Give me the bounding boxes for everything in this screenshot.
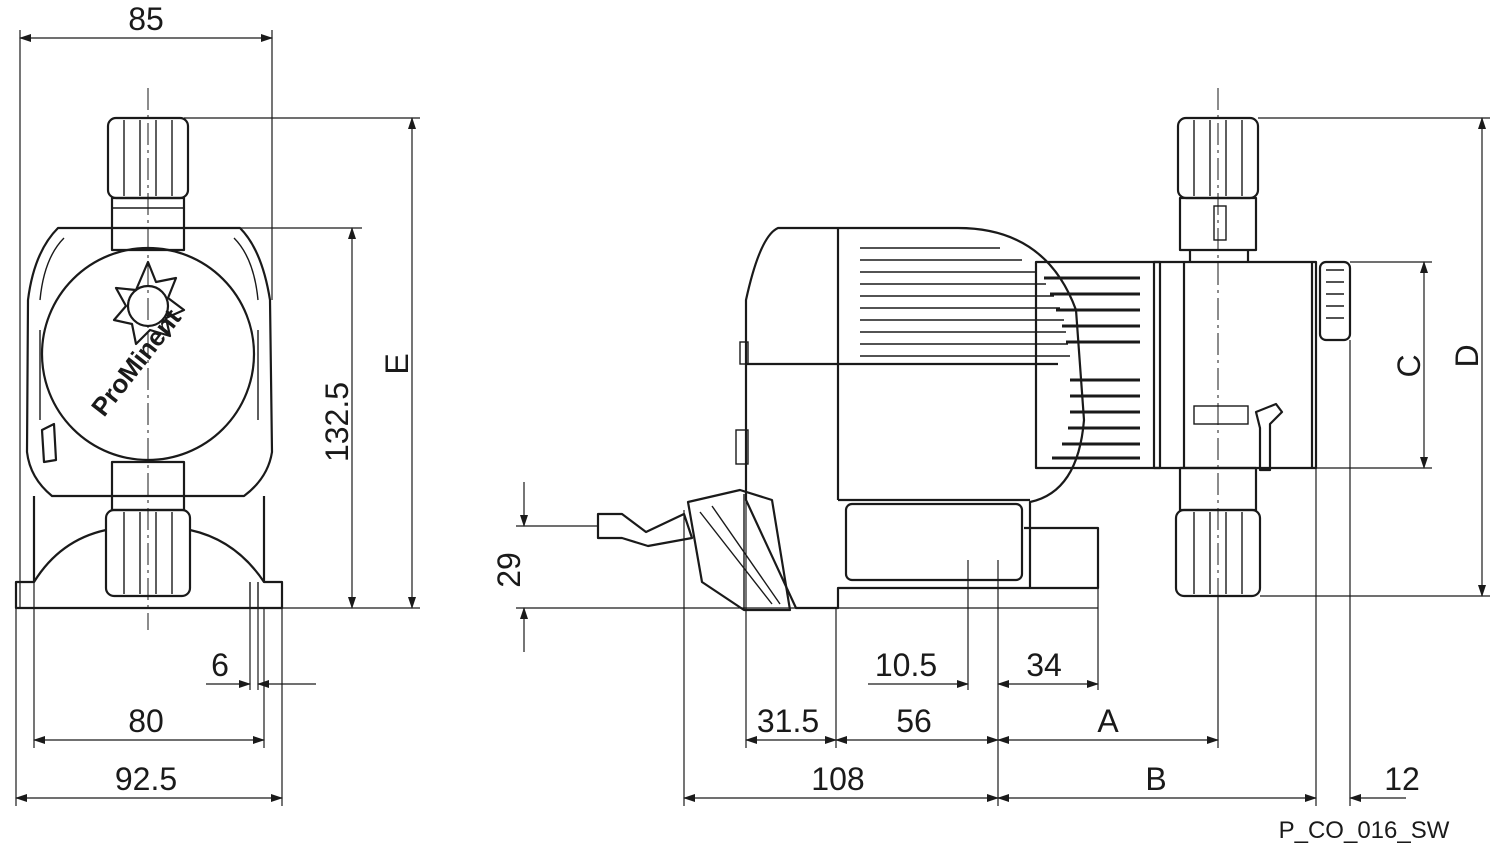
dim-85-label: 85 [128, 1, 164, 37]
dim-80-label: 80 [128, 703, 164, 739]
dim-34-label: 34 [1026, 647, 1062, 683]
dim-92-5-label: 92.5 [115, 761, 177, 797]
front-view: ProMinent 85 E 132.5 6 [14, 1, 420, 806]
dim-56-label: 56 [896, 703, 932, 739]
dim-10-5-label: 10.5 [875, 647, 937, 683]
dim-6-label: 6 [211, 647, 229, 683]
dim-d-label: D [1449, 344, 1485, 367]
dim-12-label: 12 [1384, 761, 1420, 797]
brand-logo-text: ProMinent [85, 303, 187, 422]
dim-29-label: 29 [491, 552, 527, 588]
dim-108-label: 108 [811, 761, 864, 797]
dim-31-5-label: 31.5 [757, 703, 819, 739]
dim-e-label: E [379, 353, 415, 374]
dim-c-label: C [1391, 354, 1427, 377]
side-view: 29 10.5 34 31.5 56 A 108 B 12 [491, 88, 1490, 806]
dim-b-label: B [1145, 761, 1166, 797]
dim-a-label: A [1097, 703, 1119, 739]
drawing-code: P_CO_016_SW [1279, 817, 1450, 844]
dim-132-5-label: 132.5 [319, 382, 355, 462]
